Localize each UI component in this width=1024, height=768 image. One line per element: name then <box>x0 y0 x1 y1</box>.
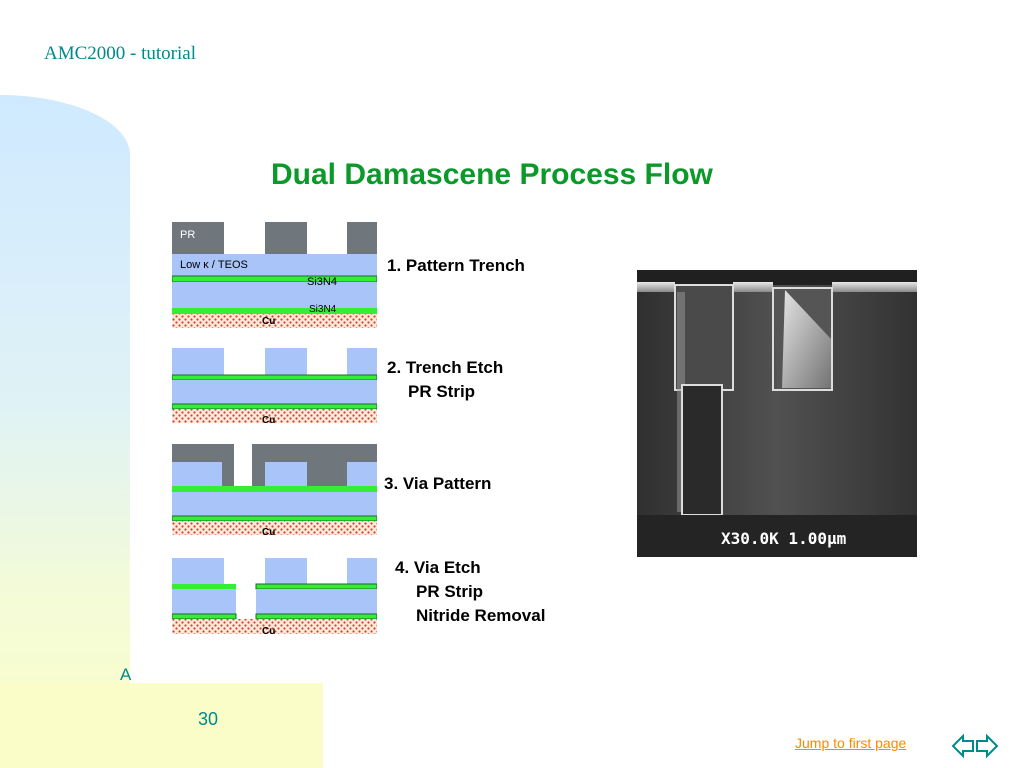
slide-title: Dual Damascene Process Flow <box>271 158 713 191</box>
prev-arrow-icon[interactable] <box>951 733 974 759</box>
nitride-top-label: Si3N4 <box>307 276 337 288</box>
next-arrow-icon[interactable] <box>976 733 999 759</box>
page-number: 30 <box>198 709 219 729</box>
pr-label: PR <box>180 229 196 241</box>
header-title: AMC2000 - tutorial <box>44 43 196 64</box>
step3-diagram: Cu <box>172 444 377 536</box>
sem-micrograph: X30.0K 1.00μm <box>637 270 917 557</box>
step1-diagram <box>172 222 377 328</box>
svg-text:Cu: Cu <box>262 527 275 536</box>
decorative-footer-band <box>0 683 323 768</box>
svg-text:Cu: Cu <box>262 626 275 637</box>
nitride-bottom-label: Si3N4 <box>309 304 337 315</box>
footer-partial-text: A <box>120 665 132 684</box>
decorative-background-band <box>0 95 130 768</box>
svg-text:Cu: Cu <box>262 415 275 426</box>
step4-diagram: Cu <box>172 558 377 637</box>
step1-label: 1. Pattern Trench <box>387 256 525 275</box>
cu-label: Cu <box>262 316 276 327</box>
jump-to-first-page-link[interactable]: Jump to first page <box>795 735 907 751</box>
low-k-label: Low κ / TEOS <box>180 259 248 271</box>
step2-diagram: Cu <box>172 348 377 426</box>
sem-caption: X30.0K 1.00μm <box>721 529 847 548</box>
step3-label: 3. Via Pattern <box>384 474 492 493</box>
nav-arrows <box>951 733 999 759</box>
